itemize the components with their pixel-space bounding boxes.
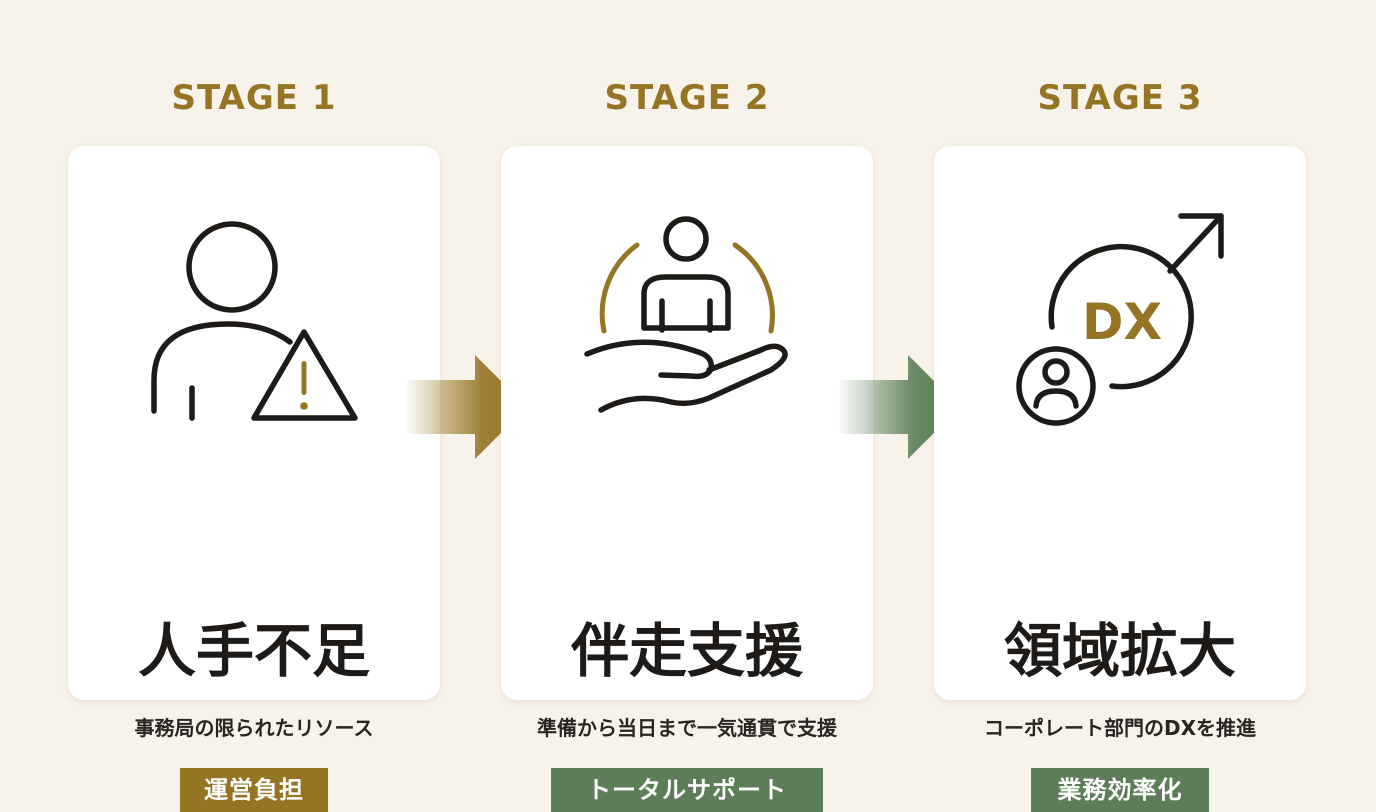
stage-2-card: 伴走支援 準備から当日まで一気通貫で支援 トータルサポート [501, 146, 873, 812]
stage-2-title: 伴走支援 [570, 617, 803, 685]
stage-1-description: 事務局の限られたリソース [134, 716, 374, 740]
stage-3-label: STAGE 3 [1037, 78, 1203, 118]
stage-2-badge: トータルサポート [551, 768, 823, 812]
dx-growth-arrow-icon: DX [1016, 213, 1224, 426]
stage-1-card: 人手不足 事務局の限られたリソース 運営負担 [68, 146, 440, 812]
stage-3-badge: 業務効率化 [1031, 768, 1209, 812]
stage-2-label: STAGE 2 [604, 78, 770, 118]
stage-1-title: 人手不足 [137, 617, 370, 685]
stage-1-badge: 運営負担 [180, 768, 328, 812]
gold-arrow-icon [405, 355, 527, 459]
person-warning-icon [151, 221, 358, 421]
dx-icon-text: DX [1082, 293, 1162, 351]
stage-1-label: STAGE 1 [171, 78, 337, 118]
stage-3-description: コーポレート部門のDXを推進 [983, 716, 1257, 740]
stage-3-card: DX 領域拡大 コーポレート部門のDXを推進 業務効率化 [934, 146, 1306, 812]
stage-3-title: 領域拡大 [1003, 617, 1236, 685]
green-arrow-icon [838, 355, 960, 459]
hand-support-person-icon [584, 216, 788, 413]
stage-2-description: 準備から当日まで一気通貫で支援 [537, 716, 837, 740]
